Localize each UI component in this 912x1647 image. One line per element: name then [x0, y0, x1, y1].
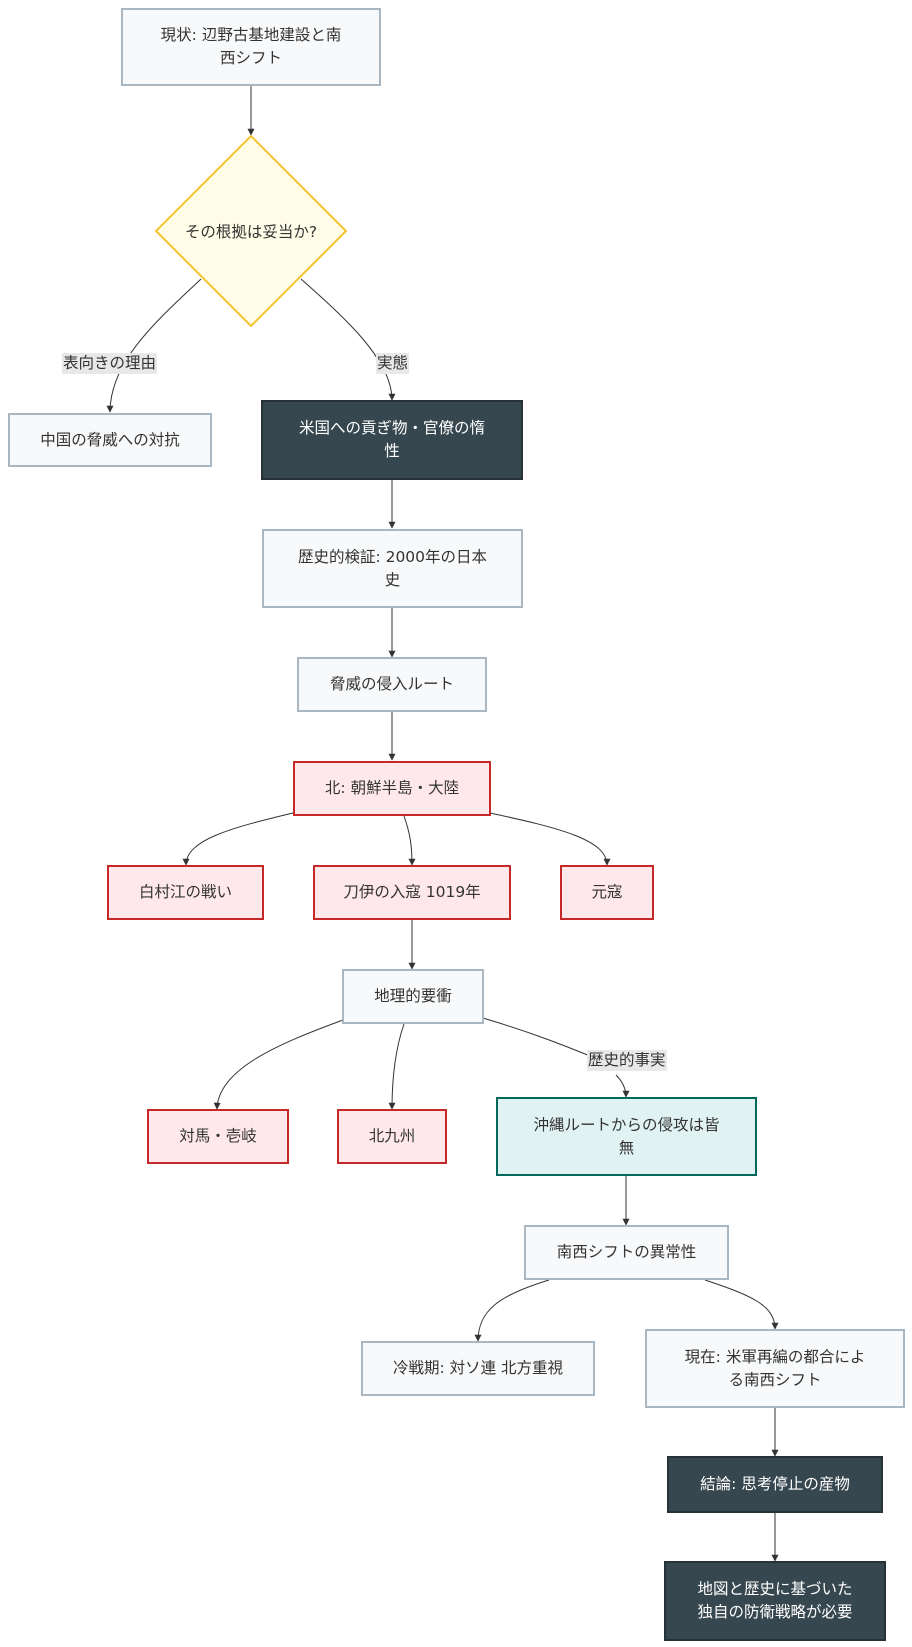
edge-question-official	[106, 278, 202, 413]
edge-label-fact: 歴史的事実	[587, 1050, 667, 1071]
node-question-label: その根拠は妥当か?	[184, 223, 318, 241]
edge-anomaly-coldwar	[474, 1279, 550, 1342]
node-hakusonko-label: 白村江の戦い	[138, 883, 232, 901]
node-reality: 米国への貢ぎ物・官僚の惰性	[261, 400, 523, 480]
node-history-check-label: 歴史的検証: 2000年の日本史	[297, 547, 488, 589]
node-question: その根拠は妥当か?	[155, 135, 347, 327]
node-invasion-routes: 脅威の侵入ルート	[297, 657, 487, 712]
node-north: 北: 朝鮮半島・大陸	[293, 761, 491, 816]
edge-label-official: 表向きの理由	[62, 353, 158, 374]
node-genko-label: 元寇	[591, 883, 623, 901]
node-present-label: 現在: 米軍再編の都合による南西シフト	[684, 1347, 866, 1389]
edge-north-hakusonko	[182, 812, 294, 866]
edge-label-actual: 実態	[376, 353, 410, 374]
node-status: 現状: 辺野古基地建設と南西シフト	[121, 8, 381, 86]
node-geo-key-label: 地理的要衝	[374, 987, 452, 1005]
node-okinawa: 沖縄ルートからの侵攻は皆無	[496, 1097, 757, 1176]
node-conclusion: 結論: 思考停止の産物	[667, 1456, 883, 1513]
node-north-label: 北: 朝鮮半島・大陸	[324, 779, 460, 797]
node-tsushima-label: 対馬・壱岐	[179, 1127, 257, 1145]
node-genko: 元寇	[560, 865, 654, 920]
node-kitakyushu: 北九州	[337, 1109, 447, 1164]
node-cold-war: 冷戦期: 対ソ連 北方重視	[361, 1341, 595, 1396]
edge-geokey-kitakyushu	[388, 1023, 405, 1110]
node-kitakyushu-label: 北九州	[368, 1127, 416, 1145]
node-question-diamond	[155, 135, 347, 327]
node-present: 現在: 米軍再編の都合による南西シフト	[645, 1329, 905, 1408]
node-status-label: 現状: 辺野古基地建設と南西シフト	[160, 26, 342, 67]
node-need-label: 地図と歴史に基づいた独自の防衛戦略が必要	[697, 1580, 853, 1621]
node-anomaly-label: 南西シフトの異常性	[556, 1243, 697, 1261]
edge-north-toi	[403, 815, 416, 866]
node-need: 地図と歴史に基づいた独自の防衛戦略が必要	[664, 1561, 886, 1641]
node-conclusion-label: 結論: 思考停止の産物	[700, 1475, 850, 1493]
node-tsushima: 対馬・壱岐	[147, 1109, 289, 1164]
node-cold-war-label: 冷戦期: 対ソ連 北方重視	[392, 1359, 564, 1377]
edge-geokey-tsushima	[213, 1019, 344, 1110]
node-invasion-routes-label: 脅威の侵入ルート	[329, 675, 454, 693]
node-history-check: 歴史的検証: 2000年の日本史	[262, 529, 523, 608]
node-official-reason: 中国の脅威への対抗	[8, 413, 212, 467]
node-okinawa-label: 沖縄ルートからの侵攻は皆無	[533, 1115, 720, 1157]
node-anomaly: 南西シフトの異常性	[524, 1225, 729, 1280]
node-reality-label: 米国への貢ぎ物・官僚の惰性	[298, 419, 485, 460]
node-toi: 刀伊の入寇 1019年	[313, 865, 511, 920]
node-hakusonko: 白村江の戦い	[107, 865, 264, 920]
node-toi-label: 刀伊の入寇 1019年	[343, 883, 481, 901]
edge-anomaly-present	[704, 1279, 779, 1330]
edge-north-genko	[489, 812, 611, 866]
edge-question-reality	[300, 278, 396, 401]
node-geo-key: 地理的要衝	[342, 969, 484, 1024]
node-official-reason-label: 中国の脅威への対抗	[40, 430, 180, 449]
